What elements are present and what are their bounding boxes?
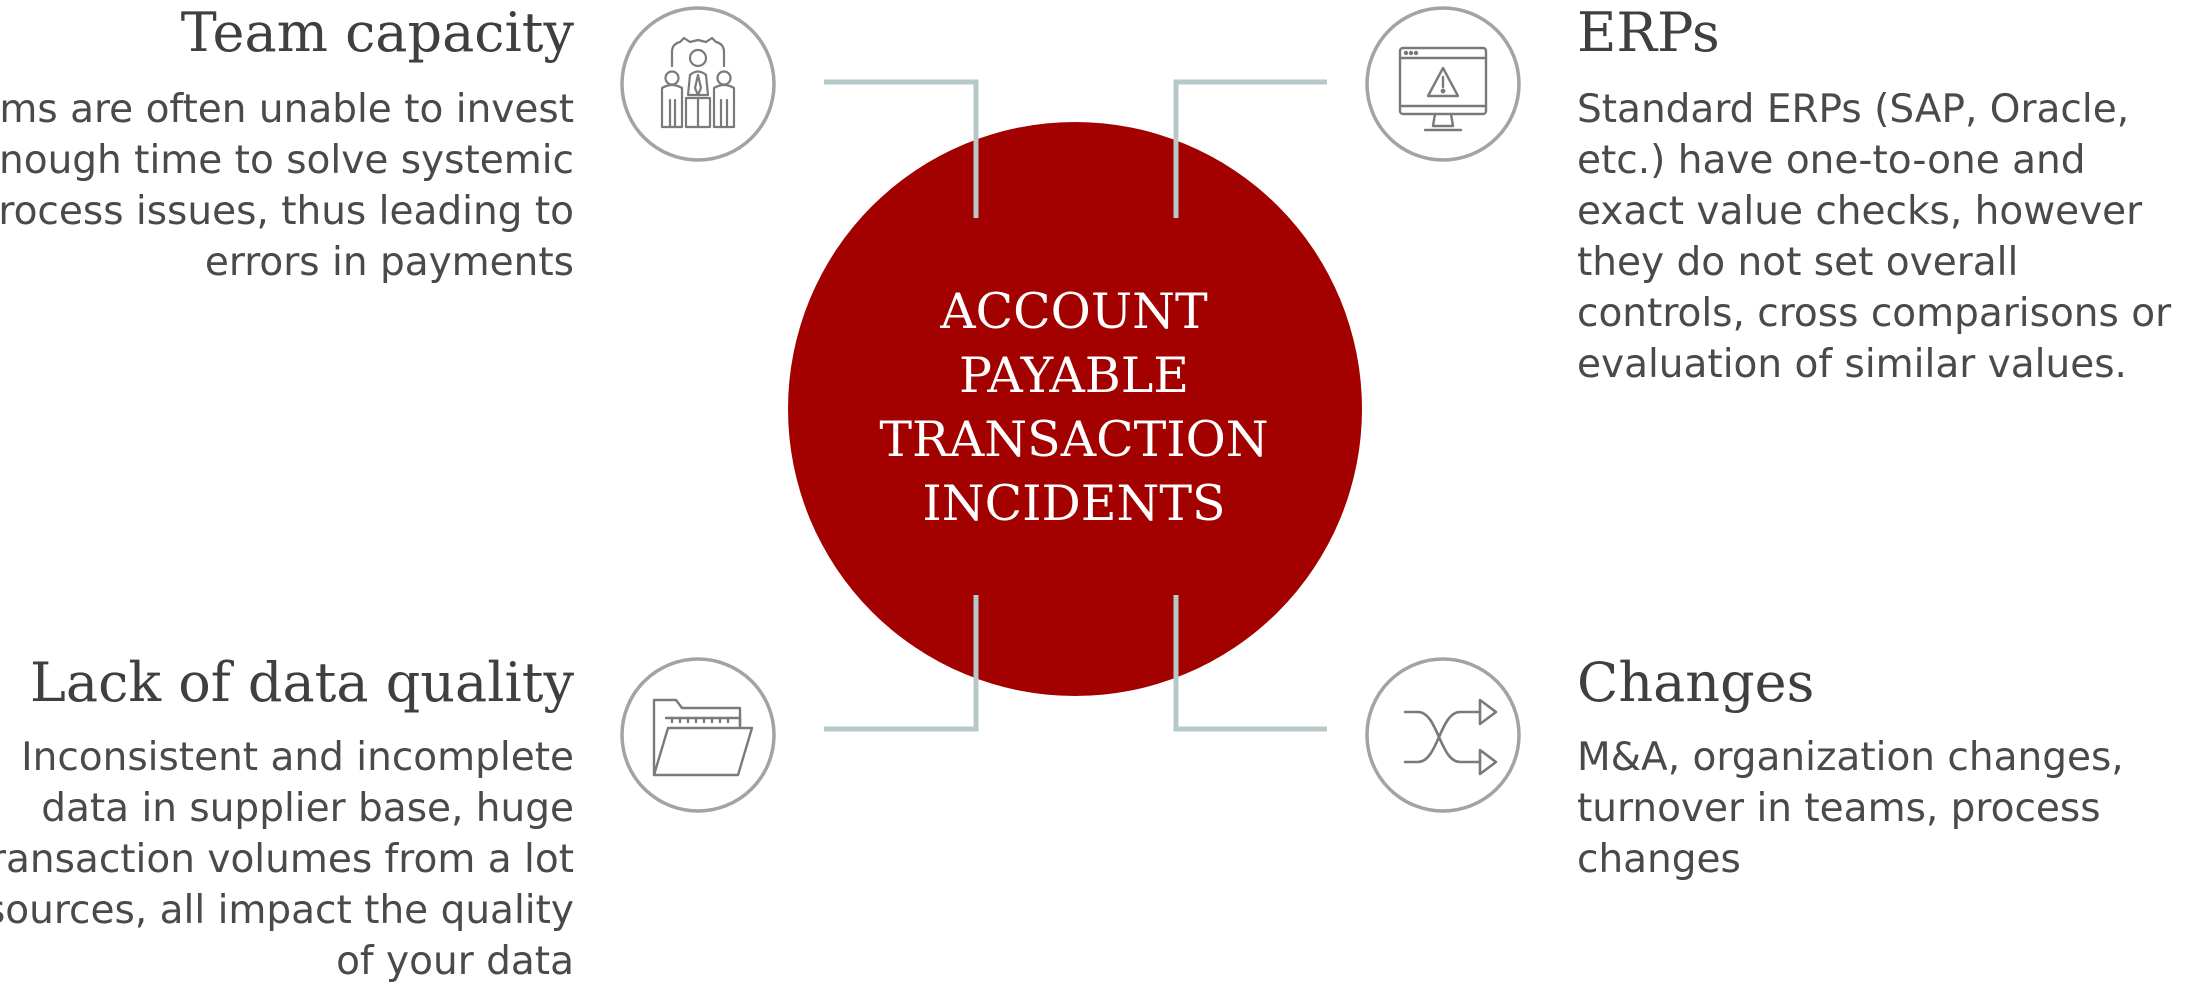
icon-ring-bottom-left bbox=[620, 657, 776, 813]
center-title-line: INCIDENTS bbox=[922, 475, 1226, 532]
erps-heading: ERPs bbox=[1577, 1, 1720, 64]
changes-description: M&A, organization changes, turnover in t… bbox=[1577, 735, 2124, 882]
monitor-warning-icon bbox=[1398, 46, 1488, 132]
icon-ring-bottom-right bbox=[1365, 657, 1521, 813]
shuffle-icon bbox=[1403, 698, 1498, 776]
connector-top-right bbox=[1173, 79, 1327, 218]
team-capacity-heading: Team capacity bbox=[180, 1, 574, 64]
data-quality-description: Inconsistent and incomplete data in supp… bbox=[0, 735, 574, 984]
connector-bottom-left bbox=[824, 595, 979, 732]
team-capacity-description: Teams are often unable to invest enough … bbox=[0, 87, 574, 285]
data-quality-heading: Lack of data quality bbox=[30, 651, 574, 714]
connector-top-left bbox=[824, 79, 979, 218]
erps-description: Standard ERPs (SAP, Oracle, etc.) have o… bbox=[1577, 87, 2172, 387]
open-folder-icon bbox=[652, 698, 754, 777]
center-title-line: ACCOUNT bbox=[940, 283, 1208, 340]
connectors bbox=[824, 79, 1327, 732]
central-circle bbox=[788, 122, 1362, 696]
center-title-line: PAYABLE bbox=[958, 347, 1190, 404]
team-gear-icon bbox=[660, 36, 736, 129]
center-title: ACCOUNT PAYABLE TRANSACTION INCIDENTS bbox=[789, 280, 1359, 536]
changes-heading: Changes bbox=[1577, 651, 1815, 714]
center-title-line: TRANSACTION bbox=[879, 411, 1269, 468]
icon-ring-top-left bbox=[620, 6, 776, 162]
connector-bottom-right bbox=[1173, 595, 1327, 732]
